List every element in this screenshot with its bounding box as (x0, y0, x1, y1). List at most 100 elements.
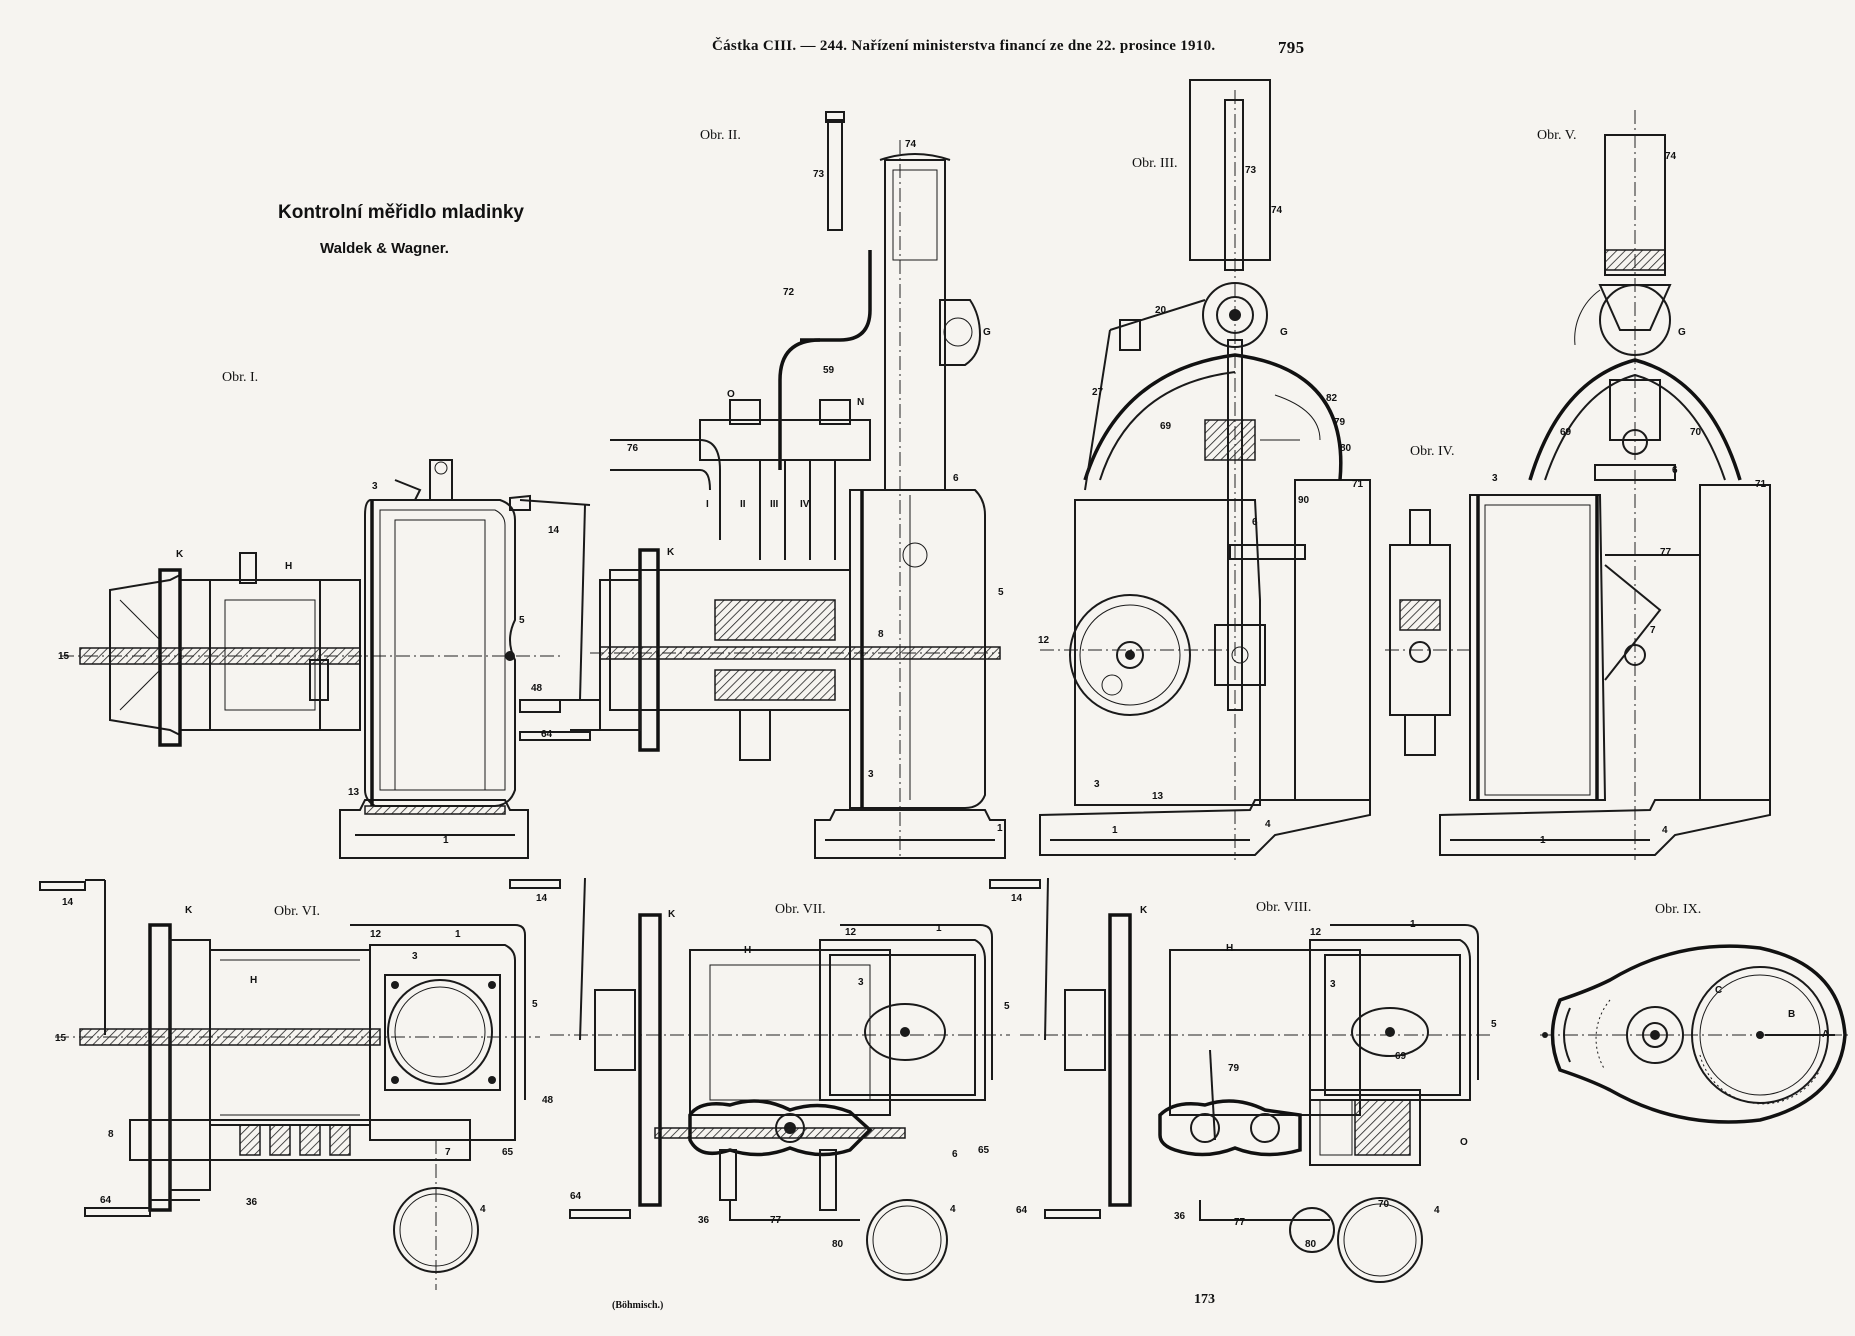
label: 90 (1298, 495, 1310, 506)
fig-caption-6: Obr. VI. (274, 904, 321, 919)
label: 4 (950, 1204, 956, 1215)
label: 14 (62, 897, 74, 908)
label: 65 (502, 1147, 514, 1158)
label: 3 (412, 951, 418, 962)
label: 1 (936, 923, 942, 934)
label: 5 (532, 999, 538, 1010)
label: H (744, 945, 752, 956)
fig6-drawing (39, 879, 540, 1290)
page-header: Částka CIII. — 244. Nařízení ministerstv… (712, 38, 1216, 54)
label: 3 (1330, 979, 1336, 990)
label: 77 (1234, 1217, 1246, 1228)
fig5-drawing (1439, 110, 1771, 860)
label: 14 (1011, 893, 1023, 904)
label: 12 (1310, 927, 1322, 938)
label: 5 (1004, 1001, 1010, 1012)
label: 3 (868, 769, 874, 780)
label: 27 (1092, 387, 1104, 398)
label: K (667, 547, 675, 558)
label: 1 (443, 835, 449, 846)
label: 6 (1252, 517, 1258, 528)
label: 80 (832, 1239, 844, 1250)
fig-caption-9: Obr. IX. (1655, 902, 1702, 917)
label: 4 (1265, 819, 1271, 830)
label: 3 (858, 977, 864, 988)
label: III (770, 499, 779, 510)
fig3-drawing (1039, 79, 1371, 860)
label: 15 (55, 1033, 67, 1044)
label: 36 (1174, 1211, 1186, 1222)
label: G (1280, 327, 1288, 338)
label: 5 (519, 615, 525, 626)
label: 77 (1660, 547, 1672, 558)
label: 4 (1662, 825, 1668, 836)
label: K (176, 549, 184, 560)
label: 69 (1160, 421, 1172, 432)
label: 48 (531, 683, 543, 694)
label: 14 (548, 525, 560, 536)
label: 72 (783, 287, 795, 298)
label: 1 (1410, 919, 1416, 930)
label: 8 (108, 1129, 114, 1140)
label: 14 (536, 893, 548, 904)
label: 1 (1540, 835, 1546, 846)
label: IV (800, 499, 810, 510)
label: 1 (1112, 825, 1118, 836)
fig4-drawing (1385, 509, 1470, 756)
label: O (1460, 1137, 1468, 1148)
sheet-number: 173 (1194, 1292, 1215, 1307)
label: 65 (978, 1145, 990, 1156)
label: 1 (455, 929, 461, 940)
label: 3 (1492, 473, 1498, 484)
label: 59 (823, 365, 835, 376)
label: K (1140, 905, 1148, 916)
label: 82 (1326, 393, 1338, 404)
label: I (706, 499, 709, 510)
drawing-title: Kontrolní měřidlo mladinky (278, 202, 524, 223)
label: 74 (1271, 205, 1283, 216)
fig-caption-4: Obr. IV. (1410, 444, 1455, 459)
label: 13 (1152, 791, 1164, 802)
label: H (285, 561, 293, 572)
label: 79 (1334, 417, 1346, 428)
label: H (250, 975, 258, 986)
fig7-drawing (509, 877, 1010, 1281)
label: 4 (1434, 1205, 1440, 1216)
label: B (1788, 1009, 1796, 1020)
fig-caption-5: Obr. V. (1537, 128, 1577, 143)
label: C (1715, 985, 1723, 996)
fig-caption-1: Obr. I. (222, 370, 259, 385)
label: K (668, 909, 676, 920)
label: 7 (445, 1147, 451, 1158)
label: 12 (1038, 635, 1050, 646)
label: O (727, 389, 735, 400)
fig1-drawing (60, 459, 591, 859)
fig9-drawing (1540, 944, 1850, 1124)
label: 69 (1395, 1051, 1407, 1062)
fig-caption-2: Obr. II. (700, 128, 741, 143)
label: 69 (1560, 427, 1572, 438)
label: II (740, 499, 746, 510)
label: 4 (480, 1204, 486, 1215)
label: 20 (1155, 305, 1167, 316)
label: 76 (627, 443, 639, 454)
label: 1 (997, 823, 1003, 834)
label: 64 (100, 1195, 112, 1206)
label: 3 (1094, 779, 1100, 790)
fig-caption-8: Obr. VIII. (1256, 900, 1312, 915)
label: 80 (1305, 1239, 1317, 1250)
label: 6 (1672, 465, 1678, 476)
label: 71 (1352, 479, 1364, 490)
label: 71 (1755, 479, 1767, 490)
label: 64 (570, 1191, 582, 1202)
label: 36 (698, 1215, 710, 1226)
label: 64 (541, 729, 553, 740)
fig-caption-3: Obr. III. (1132, 156, 1178, 171)
fig-caption-7: Obr. VII. (775, 902, 826, 917)
label: 6 (953, 473, 959, 484)
label: 70 (1690, 427, 1702, 438)
label: 15 (58, 651, 70, 662)
fig2-drawing (560, 111, 1006, 860)
